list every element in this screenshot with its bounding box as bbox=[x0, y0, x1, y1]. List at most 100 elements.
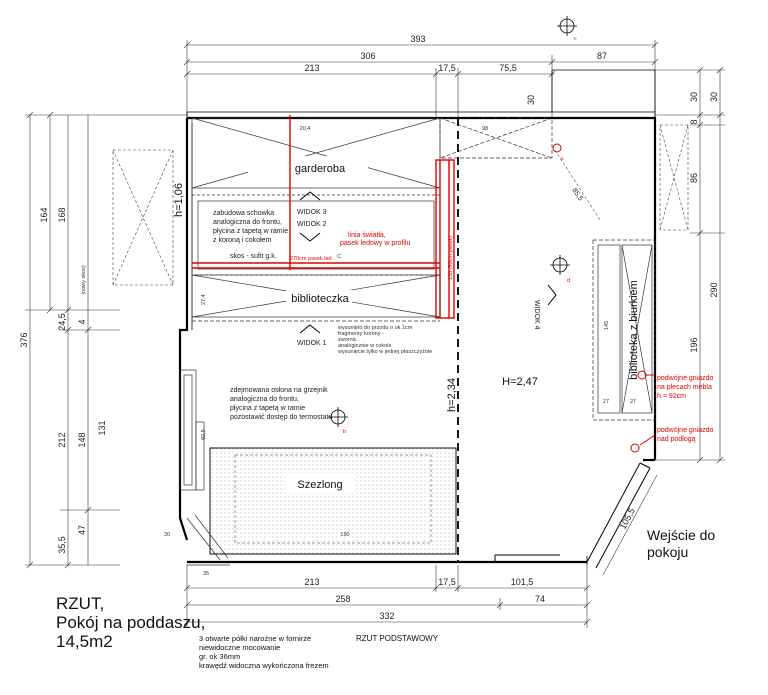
wysunieto-note: wysunięto do przodu o ok 1cm fragmenty k… bbox=[337, 325, 432, 355]
note-wysunieto-3: zwornic bbox=[338, 337, 357, 343]
note-wysunieto-2: fragmenty korony - bbox=[338, 331, 384, 337]
red-note-gniazdo1-3: h = 92cm bbox=[657, 393, 686, 400]
dim-top-b: 87 bbox=[597, 51, 607, 61]
dim-top-e: 75,5 bbox=[499, 63, 517, 73]
entrance-label-line1: Wejście do bbox=[647, 527, 716, 543]
inner-dim-d9: 145 bbox=[604, 321, 610, 330]
view-marker-23 bbox=[299, 191, 321, 242]
garderoba-label: garderoba bbox=[295, 163, 346, 175]
biblioteczka-label-bg bbox=[286, 290, 352, 306]
view-3-label: WIDOK 3 bbox=[297, 209, 327, 216]
dim-left-skos: (nowy skos) bbox=[81, 265, 87, 295]
entrance-wall bbox=[586, 462, 658, 576]
note-oslona-4: pozostawić dostęp do termostatu bbox=[230, 414, 332, 421]
dim-bottom-e: 74 bbox=[535, 594, 545, 604]
view-type-label: RZUT PODSTAWOWY bbox=[356, 634, 439, 643]
oslona-note: zdejmowana osłona na grzejnik analogiczn… bbox=[230, 387, 332, 421]
right-dimensions bbox=[655, 66, 725, 464]
inner-dim-d13: 92,5 bbox=[201, 429, 207, 440]
note-wysunieto-1: wysunięto do przodu o ok 1cm bbox=[337, 325, 413, 331]
bottom-dimensions bbox=[183, 565, 591, 628]
height-h3: H=2,47 bbox=[502, 376, 538, 388]
note-zabudowa-3: płycina z tapetą w ramie bbox=[213, 228, 288, 235]
height-h2: h=2,34 bbox=[446, 378, 458, 412]
dim-right-b: 30 bbox=[709, 92, 719, 102]
marker-e: c bbox=[561, 156, 564, 162]
dim-left-b: 168 bbox=[57, 207, 67, 222]
note-oslona-2: analogiczna do frontu, bbox=[230, 396, 299, 403]
plan-title-line1: RZUT, bbox=[56, 594, 105, 613]
view-1-label: WIDOK 1 bbox=[297, 340, 327, 347]
marker-b: b bbox=[343, 429, 346, 435]
red-note-gniazdo2-2: nad podłogą bbox=[657, 436, 696, 443]
corner-shelves bbox=[186, 514, 230, 566]
biblioteka-biurko-label: biblioteka z biurkiem bbox=[628, 280, 640, 380]
inner-dim-d10: 27 bbox=[603, 399, 609, 405]
height-division bbox=[457, 117, 552, 562]
inner-dim-d7: 30 bbox=[164, 532, 170, 538]
skylight-right bbox=[659, 124, 689, 231]
dim-top-c: 213 bbox=[304, 63, 319, 73]
dim-bottom-a: 213 bbox=[304, 577, 319, 587]
view-marker-1 bbox=[299, 324, 321, 334]
dim-left-g: 131 bbox=[97, 420, 107, 435]
shelf-note: 3 otwarte półki narożne w fornirze niewi… bbox=[199, 634, 329, 670]
dim-door: 105,5 bbox=[618, 506, 637, 531]
inner-dim-d3: 98 bbox=[482, 126, 488, 132]
note-wysunieto-5: wysunięcie tylko w jednej płaszczyźnie bbox=[337, 349, 432, 355]
inner-dim-d4: 85,5 bbox=[570, 187, 584, 202]
socket-notes: podwójne gniazdo na plecach mebla h = 92… bbox=[657, 375, 714, 443]
red-note-pasek2: 130 (50cm pasek) bbox=[448, 236, 454, 280]
note-wysunieto-4: analogicznie w cokole bbox=[338, 343, 392, 349]
dim-left-total: 376 bbox=[19, 332, 29, 347]
dim-left-h: 35,5 bbox=[57, 536, 67, 554]
dim-right-a: 30 bbox=[689, 92, 699, 102]
view-marker-4 bbox=[547, 284, 557, 306]
shelf-note-line1: 3 otwarte półki narożne w fornirze bbox=[199, 634, 312, 643]
entrance-label-line2: pokoju bbox=[647, 544, 689, 560]
view-2-label: WIDOK 2 bbox=[297, 221, 327, 228]
red-note-linia-2: pasek ledowy w profilu bbox=[340, 240, 411, 247]
dim-left-d: 4 bbox=[77, 319, 87, 324]
red-note-gniazdo1-2: na plecach mebla bbox=[657, 384, 712, 391]
red-note-gniazdo2-1: podwójne gniazdo bbox=[657, 427, 714, 434]
dim-bottom-d: 258 bbox=[335, 594, 350, 604]
red-note-gniazdo1-1: podwójne gniazdo bbox=[657, 375, 714, 382]
garderoba-block bbox=[191, 117, 553, 189]
dim-left-c: 24,5 bbox=[57, 313, 67, 331]
left-dimensions bbox=[25, 111, 187, 569]
shelf-note-line2: niewidoczne mocowanie bbox=[199, 643, 281, 652]
szezlong-block bbox=[209, 447, 457, 555]
radiator-cover bbox=[179, 369, 205, 491]
dim-left-e: 212 bbox=[57, 432, 67, 447]
red-note-linia-1: linia światła, bbox=[348, 232, 386, 239]
inner-dim-d6: 190 bbox=[340, 532, 349, 538]
shelf-note-line3: gr. ok 36mm bbox=[199, 652, 241, 661]
inner-dim-d2: 30 bbox=[526, 95, 536, 105]
height-h1: h=1,06 bbox=[173, 183, 185, 217]
dim-top-total: 393 bbox=[410, 34, 425, 44]
note-zabudowa-1: zabudowa schowka bbox=[213, 210, 274, 217]
dim-left-f: 148 bbox=[77, 432, 87, 447]
inner-dim-d11: 27,4 bbox=[201, 294, 207, 305]
szezlong-label: Szezlong bbox=[297, 479, 342, 491]
dim-bottom-total: 332 bbox=[379, 611, 394, 621]
door-gap bbox=[494, 554, 560, 562]
shelf-note-line4: krawędź widoczna wykończona frezem bbox=[199, 661, 329, 670]
dim-bottom-b: 17,5 bbox=[438, 577, 456, 587]
dim-right-c: 8 bbox=[689, 119, 699, 124]
biblioteczka-label: biblioteczka bbox=[291, 293, 349, 305]
red-note-pasek1: 270cm pasek led bbox=[290, 256, 332, 262]
dim-right-f: 196 bbox=[689, 337, 699, 352]
dim-left-a: 164 bbox=[39, 207, 49, 222]
dim-line-855 bbox=[554, 149, 601, 221]
socket-icons bbox=[552, 143, 656, 453]
entrance-label: Wejście do pokoju bbox=[647, 527, 715, 561]
note-oslona-3: płycina z tapetą w ramie bbox=[230, 405, 305, 412]
inner-dim-d12: 27 bbox=[630, 399, 636, 405]
plan-title: RZUT, Pokój na poddaszu, 14,5m2 bbox=[56, 594, 205, 651]
dim-top-d: 17,5 bbox=[438, 63, 456, 73]
skylight-left bbox=[112, 149, 174, 286]
target-markers bbox=[328, 16, 577, 427]
